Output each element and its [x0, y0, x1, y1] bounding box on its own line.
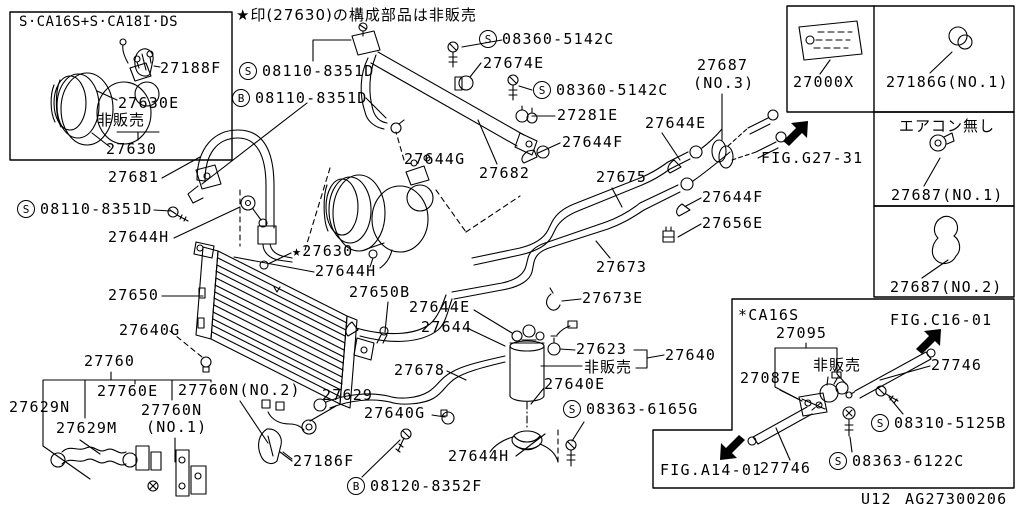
inset-heater-pipes-box	[652, 298, 1015, 489]
not-sold-note-inset: 非販売	[97, 111, 146, 129]
fastener-label-08360-5142c-b: S 08360-5142C	[533, 81, 669, 99]
circled-letter-icon: S	[239, 62, 257, 80]
fastener-label-08110-8351d-b: B 08110-8351D	[232, 89, 368, 107]
part-label-27644: 27644	[421, 318, 473, 336]
inset-compressor-title: S·CA16S+S·CA18I·DS	[19, 14, 178, 30]
part-label-27760e: 27760E	[97, 382, 159, 400]
fastener-number: 08360-5142C	[502, 29, 615, 48]
part-label-27760: 27760	[84, 352, 136, 370]
fastener-label-08110-8351d-s2: S 08110-8351D	[17, 200, 153, 218]
part-label-27644e-b: 27644E	[409, 298, 471, 316]
fastener-number: 08110-8351D	[40, 199, 153, 218]
part-label-star-27630: ★27630	[292, 242, 354, 260]
circled-letter-icon: S	[829, 452, 847, 470]
fastener-number: 08110-8351D	[262, 61, 375, 80]
part-label-27644e-a: 27644E	[645, 114, 707, 132]
part-label-27640g-b: 27640G	[364, 404, 426, 422]
fastener-label-08120-8352f: B 08120-8352F	[347, 477, 483, 495]
part-label-27000x: 27000X	[793, 73, 855, 91]
part-label-27644g: 27644G	[404, 150, 466, 168]
circled-letter-icon: S	[17, 200, 35, 218]
drawing-number: AG27300206	[905, 490, 1008, 508]
part-label-27687-no2: 27687(NO.2)	[890, 278, 1003, 296]
circled-letter-icon: B	[232, 89, 250, 107]
part-label-27623: 27623	[576, 340, 628, 358]
leader-lines	[153, 39, 723, 478]
circled-letter-icon: S	[533, 81, 551, 99]
part-label-27681: 27681	[108, 168, 160, 186]
part-label-27629: 27629	[322, 386, 374, 404]
part-label-27760n-no1-suffix: (NO.1)	[146, 418, 208, 436]
discharge-pipe-drawing	[312, 22, 550, 164]
fastener-number: 08110-8351D	[255, 88, 368, 107]
part-label-27644f-a: 27644F	[562, 133, 624, 151]
part-label-27629n: 27629N	[9, 398, 71, 416]
fastener-number: 08310-5125B	[894, 413, 1007, 432]
figure-ref-g27-31: FIG.G27-31	[761, 149, 864, 167]
part-label-27630: 27630	[106, 140, 158, 158]
suction-hose-drawing	[167, 102, 308, 263]
part-label-27095: 27095	[776, 324, 828, 342]
fastener-number: 08363-6165G	[586, 399, 699, 418]
part-label-27746-b: 27746	[760, 459, 812, 477]
part-label-27630e: 27630E	[118, 94, 180, 112]
fastener-number: 08120-8352F	[370, 476, 483, 495]
part-label-27644f-b: 27644F	[702, 188, 764, 206]
part-label-27746-a: 27746	[931, 356, 983, 374]
harness-drawing	[42, 371, 293, 497]
part-label-27644h-c: 27644H	[448, 447, 510, 465]
part-label-27675: 27675	[596, 168, 648, 186]
part-label-27760n-no1: 27760N	[141, 401, 203, 419]
part-label-27673: 27673	[596, 258, 648, 276]
compressor-center-drawing	[304, 154, 521, 269]
circled-letter-icon: S	[871, 414, 889, 432]
circled-letter-icon: S	[563, 400, 581, 418]
fastener-label-08310-5125b: S 08310-5125B	[871, 414, 1007, 432]
fastener-label-08363-6165g: S 08363-6165G	[563, 400, 699, 418]
part-label-27186g-no1: 27186G(NO.1)	[886, 73, 1009, 91]
part-label-27656e: 27656E	[702, 214, 764, 232]
top-right-parts-grid	[786, 5, 1015, 298]
part-label-27650b: 27650B	[349, 283, 411, 301]
part-label-27687-no1: 27687(NO.1)	[891, 186, 1004, 204]
condition-label-ca16s: *CA16S	[738, 306, 800, 324]
part-label-27629m: 27629M	[56, 419, 118, 437]
fastener-label-08110-8351d-s: S 08110-8351D	[239, 62, 375, 80]
fastener-label-08360-5142c-a: S 08360-5142C	[479, 30, 615, 48]
part-label-27640g-a: 27640G	[119, 321, 181, 339]
figure-ref-c16-01: FIG.C16-01	[890, 311, 993, 329]
assembly-note: ★印(27630)の構成部品は非販売	[236, 6, 477, 24]
model-code: U12	[861, 490, 892, 508]
part-label-27682: 27682	[479, 164, 531, 182]
part-label-27687-no3: 27687	[697, 56, 749, 74]
part-label-27186f: 27186F	[293, 452, 355, 470]
part-label-27687-no3-suffix: (NO.3)	[693, 74, 755, 92]
part-label-27673e: 27673E	[582, 289, 644, 307]
part-label-27644h-a: 27644H	[108, 228, 170, 246]
part-label-27674e: 27674E	[483, 54, 545, 72]
fastener-label-08363-6122c: S 08363-6122C	[829, 452, 965, 470]
no-aircon-note: エアコン無し	[899, 117, 996, 135]
circled-letter-icon: B	[347, 477, 365, 495]
fig-arrows	[720, 121, 941, 460]
inset-compressor-box	[9, 11, 233, 161]
part-label-27640: 27640	[665, 346, 717, 364]
part-label-27760n-no2: 27760N(NO.2)	[178, 381, 301, 399]
part-label-27678: 27678	[394, 361, 446, 379]
part-label-27640e: 27640E	[544, 375, 606, 393]
part-label-27188f: 27188F	[160, 59, 222, 77]
not-sold-note-main: 非販売	[584, 358, 633, 376]
part-label-27650: 27650	[108, 286, 160, 304]
part-label-27644h-b: 27644H	[315, 262, 377, 280]
cooler-pipes-drawing	[345, 109, 787, 342]
not-sold-note-br: 非販売	[813, 356, 862, 374]
figure-ref-a14-01: FIG.A14-01	[660, 461, 763, 479]
circled-letter-icon: S	[479, 30, 497, 48]
part-label-27281e: 27281E	[557, 106, 619, 124]
part-label-27087e: 27087E	[740, 369, 802, 387]
fastener-number: 08363-6122C	[852, 451, 965, 470]
fastener-number: 08360-5142C	[556, 80, 669, 99]
